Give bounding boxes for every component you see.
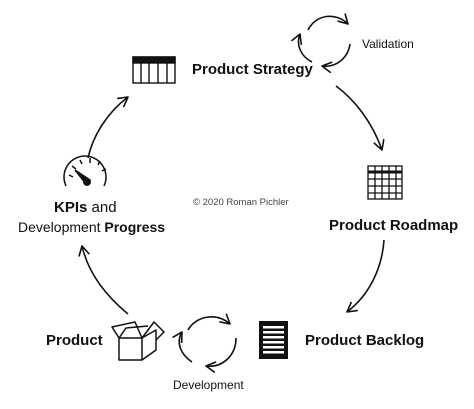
product-label: Product [46,332,103,349]
arrow-strategy-to-roadmap [335,85,385,151]
grid-icon [367,165,403,200]
development-prefix-label: Development [18,219,101,235]
product-strategy-label: Product Strategy [192,61,313,78]
validation-label: Validation [362,37,414,51]
copyright-notice: © 2020 Roman Pichler [193,197,289,208]
product-backlog-label: Product Backlog [305,332,425,349]
validation-cycle-icon [291,13,351,74]
gauge-icon [63,155,107,187]
development-label: Development [173,378,244,392]
arrow-kpis-to-strategy [87,96,129,159]
product-roadmap-label: Product Roadmap [329,217,459,234]
arrow-roadmap-to-backlog [346,239,385,313]
kpis-heading: KPIs and [54,199,117,216]
arrow-product-to-kpis [78,245,129,315]
kpis-label: KPIs [54,199,88,216]
development-cycle-icon [172,313,237,373]
table-icon [132,56,176,84]
list-icon [259,321,288,359]
kpis-and-label: and [91,199,117,216]
open-box-icon [111,321,165,361]
development-progress-heading: Development Progress [18,219,165,235]
progress-label: Progress [104,219,166,235]
